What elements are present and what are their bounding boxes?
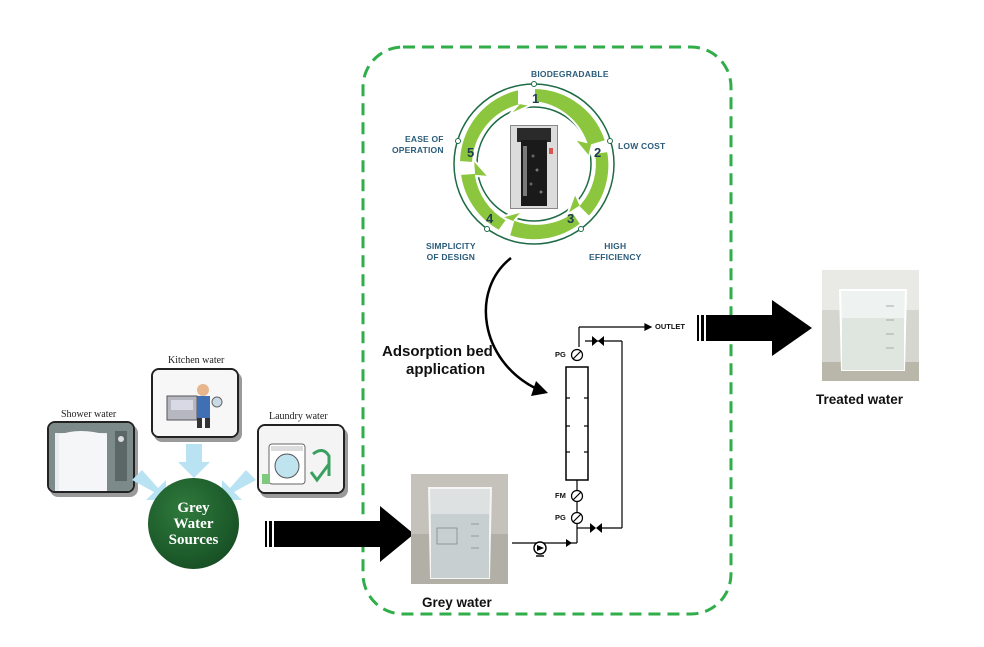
pump-icon	[533, 541, 547, 557]
pg-top-label: PG	[555, 350, 566, 359]
fm-label: FM	[555, 491, 566, 500]
benefit-biodegradable: BIODEGRADABLE	[531, 69, 609, 79]
benefit-low-cost: LOW COST	[618, 141, 666, 151]
benefit-simplicity-line2: OF DESIGN	[426, 252, 476, 262]
adsorption-label-line1: Adsorption bed	[382, 343, 493, 360]
benefit-high-efficiency-line2: EFFICIENCY	[589, 252, 642, 262]
kitchen-water-photo	[151, 368, 239, 438]
adsorption-column-photo	[510, 125, 558, 209]
benefit-high-efficiency-line1: HIGH	[604, 241, 627, 251]
cycle-dots	[455, 81, 613, 232]
grey-water-sources-line3: Sources	[168, 531, 219, 548]
benefit-ease-line1: EASE OF	[404, 134, 444, 144]
benefit-ease-of-operation: EASE OF OPERATION	[392, 134, 444, 156]
adsorption-bed-label: Adsorption bed application	[382, 343, 493, 379]
laundry-water-label: Laundry water	[269, 411, 328, 422]
pg-bottom-label: PG	[555, 513, 566, 522]
benefit-simplicity-line1: SIMPLICITY	[426, 241, 476, 251]
outlet-label: OUTLET	[655, 322, 685, 331]
cycle-number-2: 2	[594, 145, 601, 160]
grey-water-beaker-photo	[411, 474, 508, 584]
cycle-segments	[457, 86, 611, 242]
kitchen-arrow	[178, 444, 210, 478]
benefits-cycle: 1 2 3 4 5	[453, 81, 615, 245]
benefit-ease-line2: OPERATION	[392, 145, 444, 155]
benefit-simplicity-of-design: SIMPLICITY OF DESIGN	[426, 241, 476, 263]
adsorption-label-line2: application	[406, 361, 486, 378]
cycle-number-1: 1	[532, 91, 539, 106]
cycle-number-3: 3	[567, 211, 574, 226]
shower-water-label: Shower water	[61, 409, 117, 420]
grey-water-sources-line2: Water	[173, 515, 214, 532]
grey-water-label: Grey water	[422, 595, 492, 610]
sources-to-grey-water-arrow	[265, 506, 414, 562]
outlet-to-treated-water-arrow	[697, 300, 812, 356]
kitchen-water-label: Kitchen water	[168, 355, 225, 366]
laundry-arrow	[222, 470, 256, 500]
laundry-water-photo	[257, 424, 345, 494]
grey-water-sources-line1: Grey	[177, 499, 210, 516]
shower-water-photo	[47, 421, 135, 493]
shower-arrow	[132, 470, 166, 500]
grey-water-sources-circle: Grey Water Sources	[148, 478, 239, 569]
cycle-number-5: 5	[467, 145, 474, 160]
treated-water-beaker-photo	[822, 270, 919, 381]
treated-water-label: Treated water	[816, 392, 904, 407]
benefit-high-efficiency: HIGH EFFICIENCY	[589, 241, 642, 263]
cycle-number-4: 4	[486, 211, 494, 226]
